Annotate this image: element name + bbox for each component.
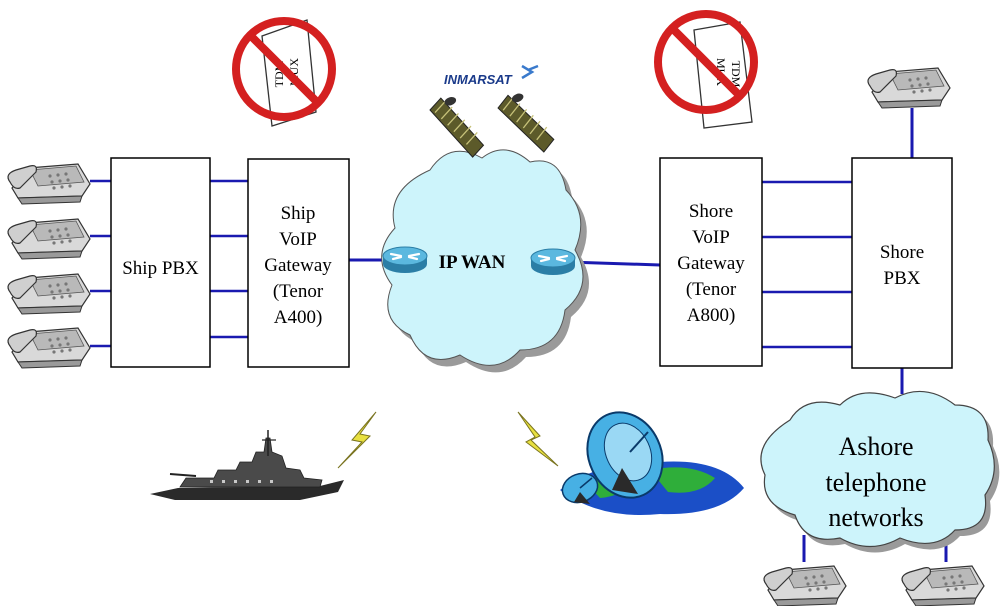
ship-gateway-line-2: VoIP [279,229,317,250]
ship-pbx-box: Ship PBX [110,157,211,368]
shore-phone-bottom-left-icon [763,565,847,606]
tdm-mux-right-prohibited: TDM MUX [658,14,754,129]
ship-phone-1-icon [7,163,91,205]
shore-pbx-line-1: Shore [880,242,924,263]
shore-gateway-line-1: Shore [689,201,733,222]
lightning-ship-icon [337,411,377,469]
ashore-networks-cloud: Ashore telephone networks [760,390,1000,553]
shore-phone-bottom-right-icon [901,565,985,606]
warship-icon [150,430,344,500]
lightning-shore-icon [517,411,559,467]
ship-gateway-line-1: Ship [281,203,316,224]
shore-gateway-line-5: A800) [687,305,736,326]
shore-pbx-box: Shore PBX [851,157,953,369]
ship-phone-links [90,179,111,348]
ship-phone-3-icon [7,273,91,315]
shore-pbx-line-2: PBX [884,268,921,289]
ship-gateway-line-5: A400) [274,307,323,328]
tdm-mux-right-label-1: TDM [729,61,743,88]
ship-gateway-box: Ship VoIP Gateway (Tenor A400) [247,158,350,368]
earth-station-icon [560,411,744,515]
tdm-mux-left-prohibited: TDM MUX [236,20,332,127]
ship-phone-4-icon [7,327,91,369]
ashore-networks-line-1: Ashore [838,432,913,461]
ip-wan-cloud [381,149,589,373]
ashore-networks-line-2: telephone [825,468,926,497]
ship-phone-2-icon [7,218,91,260]
ship-pbx-label: Ship PBX [122,258,199,279]
shore-gateway-box: Shore VoIP Gateway (Tenor A800) [659,157,763,367]
ship-gateway-line-3: Gateway [264,255,332,276]
ship-gateway-line-4: (Tenor [273,281,324,302]
router-ship-side-icon [381,245,429,275]
ship-trunk-links [210,179,248,339]
shore-gateway-line-3: Gateway [677,253,745,274]
ip-wan-label: IP WAN [439,252,506,273]
shore-gateway-line-2: VoIP [692,227,730,248]
shore-gateway-line-4: (Tenor [686,279,737,300]
router-shore-side-icon [529,247,577,277]
inmarsat-logo: INMARSAT [444,64,539,87]
shore-trunk-links [762,180,852,349]
ashore-networks-line-3: networks [828,503,923,532]
inmarsat-logo-text: INMARSAT [444,72,513,87]
shore-phone-top-icon [867,67,951,109]
